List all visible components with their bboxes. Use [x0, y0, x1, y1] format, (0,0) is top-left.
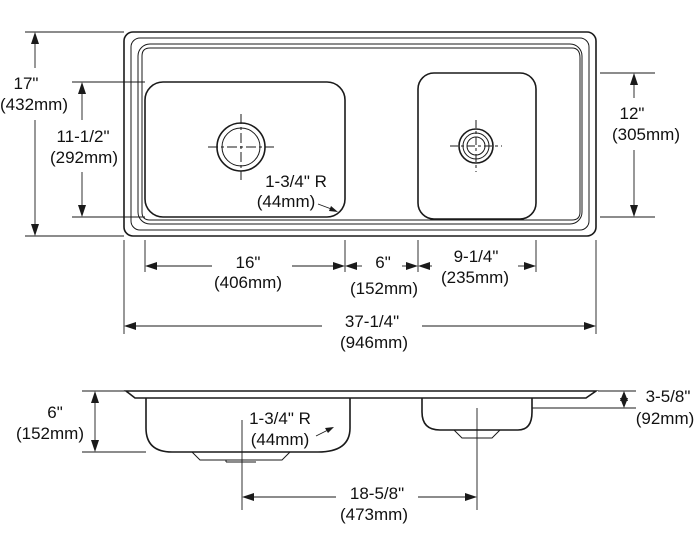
left-bowl-depth-inch: 11-1/2" — [57, 127, 110, 146]
top-view — [25, 31, 655, 334]
side-right-depth-inch: 3-5/8" — [646, 387, 691, 406]
drain-spacing-inch: 18-5/8" — [350, 484, 404, 503]
side-right-bowl — [421, 398, 533, 431]
side-left-depth-mm: (152mm) — [16, 424, 84, 443]
sink-deck-edge-2 — [141, 47, 581, 221]
right-bowl-width-inch: 9-1/4" — [454, 247, 499, 266]
sink-deck-edge — [137, 43, 583, 225]
left-bowl-width-mm: (406mm) — [214, 273, 282, 292]
right-bowl — [417, 72, 537, 220]
dimension-labels: 17" (432mm) 11-1/2" (292mm) 12" (305mm) … — [0, 74, 694, 524]
side-right-depth-mm: (92mm) — [636, 409, 695, 428]
side-view — [82, 390, 636, 510]
side-left-drain — [191, 451, 291, 461]
drain-spacing-mm: (473mm) — [340, 505, 408, 524]
left-bowl-depth-mm: (292mm) — [50, 148, 118, 167]
overall-width-inch: 37-1/4" — [345, 312, 399, 331]
right-drain-icon — [450, 120, 502, 172]
overall-width-mm: (946mm) — [340, 333, 408, 352]
right-bowl-width-mm: (235mm) — [441, 268, 509, 287]
sink-rim-inner — [130, 37, 590, 231]
bowl-spacing-mm: (152mm) — [350, 279, 418, 298]
left-bowl-width-inch: 16" — [236, 253, 261, 272]
side-radius-inch: 1-3/4" R — [249, 409, 311, 428]
overall-depth-inch: 17" — [14, 74, 39, 93]
side-rim — [123, 390, 599, 399]
side-left-depth-inch: 6" — [47, 403, 63, 422]
left-drain-icon — [208, 114, 274, 180]
right-bowl-depth-inch: 12" — [620, 104, 645, 123]
right-bowl-depth-mm: (305mm) — [612, 125, 680, 144]
side-left-bowl — [145, 398, 351, 453]
top-radius-inch: 1-3/4" R — [265, 172, 327, 191]
top-radius-mm: (44mm) — [257, 192, 316, 211]
side-radius-mm: (44mm) — [251, 430, 310, 449]
sink-rim-outer — [123, 31, 597, 237]
left-bowl — [144, 81, 346, 218]
overall-depth-mm: (432mm) — [0, 95, 68, 114]
bowl-spacing-inch: 6" — [375, 253, 391, 272]
